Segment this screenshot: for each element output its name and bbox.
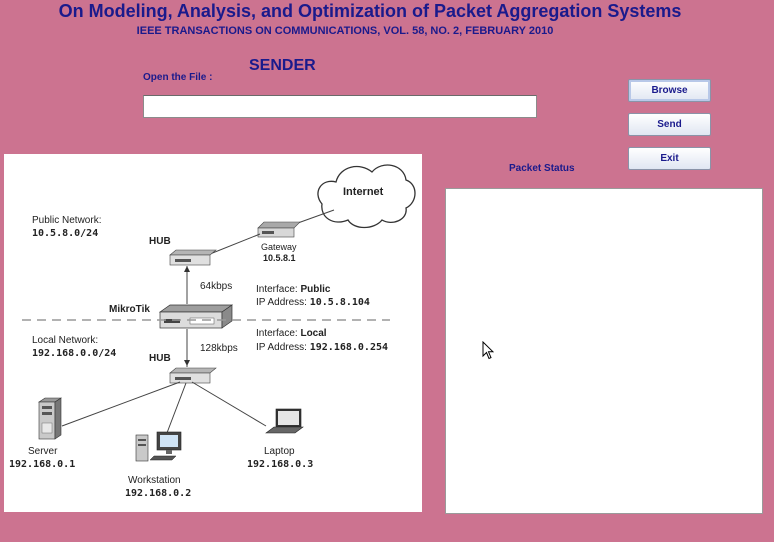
laptop-label: Laptop <box>264 446 295 457</box>
local-ip-address: 192.168.0.254 <box>309 342 389 353</box>
mouse-cursor-icon <box>482 341 494 360</box>
workstation-ip: 192.168.0.2 <box>125 488 192 499</box>
server-label: Server <box>28 446 58 457</box>
local-network-label: Local Network: <box>32 335 99 346</box>
internet-cloud-icon <box>317 164 416 229</box>
speed-top-label: 64kbps <box>200 281 233 292</box>
workstation-label: Workstation <box>128 475 181 486</box>
send-button[interactable]: Send <box>628 113 711 136</box>
laptop-ip: 192.168.0.3 <box>247 459 314 470</box>
network-diagram: Internet Gateway 10.5.8.1 Public Network… <box>4 154 422 512</box>
mikrotik-router-icon <box>158 304 234 329</box>
hub-bottom-icon <box>169 367 217 384</box>
public-interface-prefix: Interface: <box>256 284 301 295</box>
public-ip-prefix: IP Address: <box>256 297 310 308</box>
local-interface-name: Local <box>300 328 327 339</box>
server-ip: 192.168.0.1 <box>9 459 76 470</box>
app-title: On Modeling, Analysis, and Optimization … <box>58 1 682 21</box>
internet-label: Internet <box>343 186 384 198</box>
paper-subtitle: IEEE TRANSACTIONS ON COMMUNICATIONS, VOL… <box>136 25 554 37</box>
network-diagram-graphics <box>22 164 416 462</box>
public-ip-address: 10.5.8.104 <box>309 297 370 308</box>
workstation-icon <box>135 431 182 462</box>
speed-bottom-label: 128kbps <box>200 343 238 354</box>
laptop-icon <box>265 408 304 434</box>
link-hub-gateway <box>209 233 261 255</box>
arrow-down-icon <box>184 360 190 366</box>
packet-status-area[interactable] <box>445 188 763 514</box>
file-path-input[interactable] <box>143 95 537 118</box>
browse-button[interactable]: Browse <box>628 79 711 102</box>
gateway-ip: 10.5.8.1 <box>263 253 296 263</box>
sender-heading: SENDER <box>249 57 316 74</box>
local-interface-prefix: Interface: <box>256 328 301 339</box>
hub-bottom-label: HUB <box>149 353 171 364</box>
router-label: MikroTik <box>109 304 150 315</box>
local-ip-prefix: IP Address: <box>256 342 310 353</box>
open-file-label: Open the File : <box>143 72 213 83</box>
local-network-address: 192.168.0.0/24 <box>32 348 117 359</box>
arrow-up-icon <box>184 266 190 272</box>
server-icon <box>38 397 62 440</box>
packet-status-label: Packet Status <box>509 163 575 174</box>
exit-button[interactable]: Exit <box>628 147 711 170</box>
gateway-router-icon <box>257 221 301 238</box>
link-hub-laptop <box>191 381 267 427</box>
public-network-address: 10.5.8.0/24 <box>32 228 99 239</box>
gateway-label: Gateway <box>261 242 297 252</box>
link-hub-server <box>61 381 181 427</box>
hub-top-label: HUB <box>149 236 171 247</box>
hub-top-icon <box>169 249 217 266</box>
public-network-label: Public Network: <box>32 215 102 226</box>
public-interface-name: Public <box>300 284 331 295</box>
